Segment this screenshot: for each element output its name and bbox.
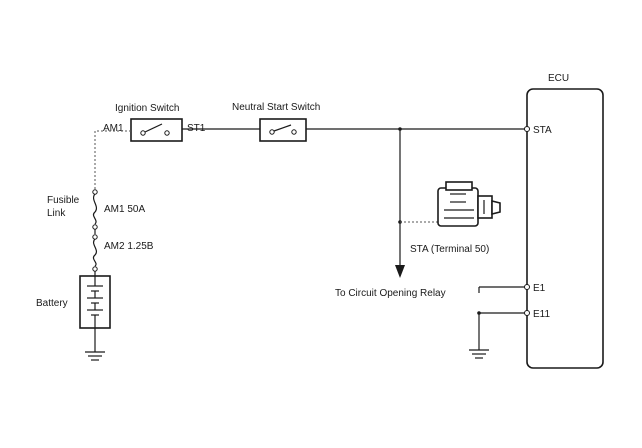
am1-dashed-wire — [94, 130, 131, 189]
am2-fuse-icon — [92, 234, 98, 272]
starter-terminal-label: STA (Terminal 50) — [410, 244, 489, 255]
ignition-switch-box — [130, 118, 183, 142]
e11-pin — [524, 310, 530, 316]
starter-motor-icon — [437, 181, 501, 227]
battery-cell-icon — [87, 276, 103, 328]
ecu-box — [526, 88, 604, 369]
fusible-link-label-line2: Link — [47, 208, 66, 219]
ecu-label: ECU — [548, 73, 569, 84]
neutral-start-switch-label: Neutral Start Switch — [232, 102, 320, 113]
ignition-switch-label: Ignition Switch — [115, 103, 179, 114]
e1-pin — [524, 284, 530, 290]
sta-terminal-label: STA — [533, 125, 552, 136]
battery-ground-icon — [85, 351, 105, 361]
circuit-opening-relay-label: To Circuit Opening Relay — [335, 288, 446, 299]
e11-label: E11 — [533, 309, 550, 320]
am2-fuse-label: AM2 1.25B — [104, 241, 154, 252]
am1-fuse-icon — [92, 189, 98, 230]
neutral-start-switch-box — [259, 118, 307, 142]
st1-terminal-label: ST1 — [187, 123, 206, 134]
ecu-ground-icon — [469, 349, 489, 359]
am1-terminal-label: AM1 — [103, 123, 124, 134]
sta-pin — [524, 126, 530, 132]
battery-label: Battery — [36, 298, 68, 309]
fusible-link-label-line1: Fusible — [47, 195, 80, 206]
neutral-switch-contact-icon — [269, 124, 297, 135]
am1-fuse-label: AM1 50A — [104, 204, 145, 215]
starter-arrow-icon — [395, 265, 405, 278]
ignition-switch-contact-icon — [140, 123, 170, 136]
e1-label: E1 — [533, 283, 546, 294]
